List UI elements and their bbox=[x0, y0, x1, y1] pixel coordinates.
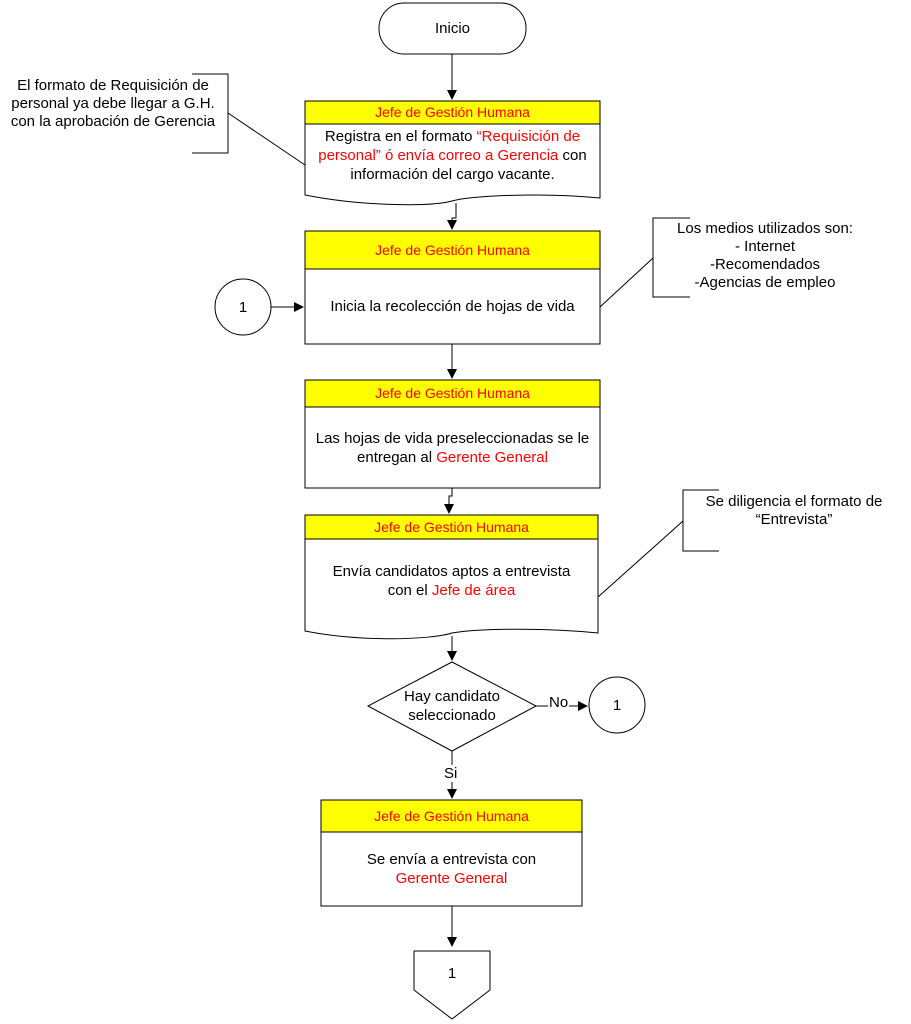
step-5-body-text: Se envía a entrevista con bbox=[366, 851, 537, 868]
note-medios-item: -Agencias de empleo bbox=[694, 274, 836, 291]
note-entrevista-line: “Entrevista” bbox=[755, 511, 833, 528]
note-requisicion-leader bbox=[227, 112, 306, 166]
step-3-body-text: Las hojas de vida preseleccionadas se le… bbox=[315, 429, 590, 466]
note-requisicion: El formato de Requisición de personal ya… bbox=[10, 77, 216, 130]
decision-no-label: No bbox=[548, 694, 570, 711]
step-1-shape bbox=[304, 100, 601, 206]
step-4-header: Jefe de Gestión Humana bbox=[374, 518, 529, 535]
step-1-body-text: Registra en el formato bbox=[324, 127, 477, 145]
note-entrevista: Se diligencia el formato de “Entrevista” bbox=[688, 493, 900, 529]
note-medios-bracket bbox=[652, 217, 690, 298]
step-4-shape bbox=[304, 514, 599, 640]
step-5-body-highlight: Gerente General bbox=[395, 870, 508, 887]
step-1-body-text-end: con información del cargo vacante. bbox=[350, 146, 587, 183]
step-2-header: Jefe de Gestión Humana bbox=[375, 241, 530, 258]
step-3-header: Jefe de Gestión Humana bbox=[375, 385, 530, 402]
step-4-body: Envía candidatos aptos a entrevista con … bbox=[305, 539, 598, 623]
decision-yes-label: Si bbox=[442, 765, 460, 782]
step-3-header-bg bbox=[304, 379, 601, 408]
note-entrevista-bracket bbox=[682, 489, 719, 552]
offpage-connector bbox=[413, 950, 491, 1020]
step-4-body-text: Envía candidatos aptos a entrevista con … bbox=[332, 563, 571, 599]
step-3-body-highlight: Gerente General bbox=[436, 448, 548, 466]
note-medios: Los medios utilizados son: - Internet -R… bbox=[655, 220, 875, 292]
step-2-body: Inicia la recolección de hojas de vida bbox=[330, 298, 575, 315]
step-4-body-highlight: Jefe de área bbox=[431, 582, 516, 599]
step-2-header-bg bbox=[304, 230, 601, 270]
flow-arrow bbox=[444, 488, 454, 514]
note-medios-item: -Recomendados bbox=[709, 256, 821, 273]
start-label: Inicio bbox=[434, 20, 471, 37]
step-1-header-bg bbox=[304, 100, 601, 125]
connector-left-label: 1 bbox=[238, 298, 248, 316]
step-5-header-bg bbox=[320, 799, 583, 833]
connector-no-out bbox=[588, 676, 646, 734]
step-1-body-highlight: “Requisición de personal” ó envía correo… bbox=[318, 127, 581, 164]
step-4-header-bg bbox=[304, 514, 599, 540]
step-1-body: Registra en el formato “Requisición de p… bbox=[305, 124, 600, 186]
note-medios-leader bbox=[599, 257, 654, 308]
connector-no-label: 1 bbox=[612, 696, 622, 714]
step-1-header: Jefe de Gestión Humana bbox=[375, 104, 530, 121]
note-entrevista-leader bbox=[597, 520, 684, 598]
decision-label: Hay candidato seleccionado bbox=[404, 688, 500, 724]
step-5-header: Jefe de Gestión Humana bbox=[374, 807, 529, 824]
step-5-body: Se envía a entrevista con Gerente Genera… bbox=[321, 832, 582, 906]
flow-arrow bbox=[447, 203, 457, 230]
note-entrevista-line: Se diligencia el formato de bbox=[705, 493, 883, 510]
note-medios-item: - Internet bbox=[734, 238, 796, 255]
step-3-body: Las hojas de vida preseleccionadas se le… bbox=[305, 407, 600, 488]
note-medios-title: Los medios utilizados son: bbox=[677, 220, 853, 237]
offpage-connector-label: 1 bbox=[447, 964, 457, 982]
